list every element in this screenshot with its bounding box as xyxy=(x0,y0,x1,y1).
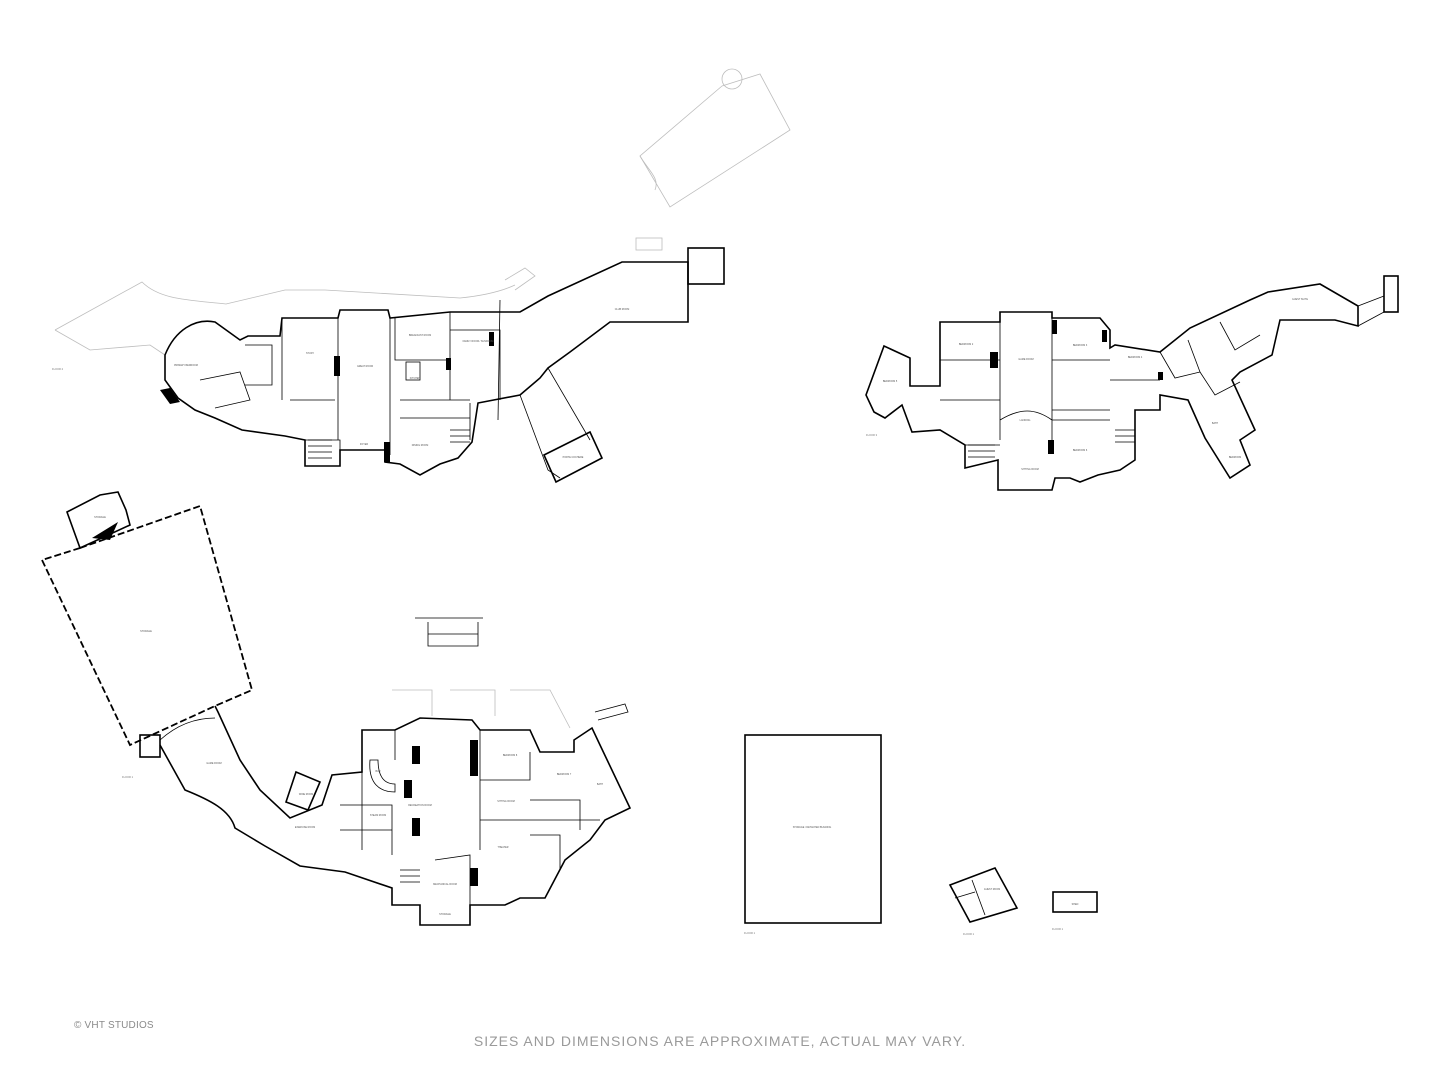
svg-text:EXERCISE ROOM: EXERCISE ROOM xyxy=(295,826,315,829)
svg-text:BAR: BAR xyxy=(376,770,381,773)
svg-text:GAME ROOM: GAME ROOM xyxy=(206,762,221,765)
svg-text:SHED: SHED xyxy=(1072,903,1079,906)
svg-text:FLOOR 1: FLOOR 1 xyxy=(963,932,975,936)
lower-level-plan: STORAGE STORAGE GAME ROOM WINE ROOM EXER… xyxy=(40,491,632,926)
svg-text:LANDING: LANDING xyxy=(1020,419,1031,422)
svg-text:KITCHEN: KITCHEN xyxy=(410,377,421,380)
svg-text:GAME ROOM: GAME ROOM xyxy=(1018,358,1033,361)
svg-text:RECREATION ROOM: RECREATION ROOM xyxy=(408,804,432,807)
svg-text:SITTING ROOM: SITTING ROOM xyxy=(1021,468,1039,471)
svg-text:BEDROOM 6: BEDROOM 6 xyxy=(1073,449,1088,452)
svg-text:STORAGE: STORAGE xyxy=(439,913,451,916)
svg-text:FLOOR 1: FLOOR 1 xyxy=(1052,927,1064,931)
svg-text:STORAGE / DETACHED BUILDING: STORAGE / DETACHED BUILDING xyxy=(793,826,832,829)
svg-text:FLOOR 1: FLOOR 1 xyxy=(744,931,756,935)
svg-text:BEDROOM 3: BEDROOM 3 xyxy=(1073,344,1088,347)
svg-text:BEDROOM 4: BEDROOM 4 xyxy=(1128,356,1143,359)
svg-text:STORAGE: STORAGE xyxy=(94,516,106,519)
svg-text:FOYER: FOYER xyxy=(360,443,369,446)
svg-text:STORAGE: STORAGE xyxy=(140,630,152,633)
svg-text:FLOOR 1: FLOOR 1 xyxy=(122,775,134,779)
svg-text:GUEST SUITE: GUEST SUITE xyxy=(1292,298,1308,301)
svg-text:BEDROOM 8: BEDROOM 8 xyxy=(503,754,518,757)
svg-text:GREAT ROOM: GREAT ROOM xyxy=(357,365,373,368)
svg-text:PRIMARY BEDROOM: PRIMARY BEDROOM xyxy=(174,364,198,367)
upper-level-plan: BEDROOM 2 GAME ROOM BEDROOM 3 BEDROOM 4 … xyxy=(865,275,1399,491)
svg-text:BATH: BATH xyxy=(1212,422,1218,425)
svg-text:STEAM ROOM: STEAM ROOM xyxy=(370,814,386,817)
svg-text:WINE ROOM: WINE ROOM xyxy=(299,793,313,796)
svg-text:FLOOR 2: FLOOR 2 xyxy=(52,367,64,371)
svg-text:BEDROOM 7: BEDROOM 7 xyxy=(557,773,572,776)
svg-text:FAMILY ROOM / SUNROOM: FAMILY ROOM / SUNROOM xyxy=(463,340,494,343)
detached-guest-house: GUEST ROOM FLOOR 1 xyxy=(948,867,1019,936)
svg-text:FLOOR 3: FLOOR 3 xyxy=(866,433,878,437)
svg-text:SITTING ROOM: SITTING ROOM xyxy=(497,800,515,803)
svg-text:BEDROOM 5: BEDROOM 5 xyxy=(883,380,898,383)
svg-text:STUDY: STUDY xyxy=(306,352,315,355)
svg-text:PORTE COCHERE: PORTE COCHERE xyxy=(563,456,584,459)
svg-text:BREAKFAST ROOM: BREAKFAST ROOM xyxy=(409,334,431,337)
pool-outline xyxy=(639,68,791,208)
svg-text:THEATER: THEATER xyxy=(498,846,509,849)
svg-text:CLUB ROOM: CLUB ROOM xyxy=(615,308,629,311)
main-level-plan: PRIMARY BEDROOM STUDY GREAT ROOM BREAKFA… xyxy=(52,237,725,484)
disclaimer-text: SIZES AND DIMENSIONS ARE APPROXIMATE, AC… xyxy=(473,1033,967,1049)
svg-text:MECHANICAL ROOM: MECHANICAL ROOM xyxy=(433,883,457,886)
svg-text:BATH: BATH xyxy=(597,783,603,786)
svg-text:DINING ROOM: DINING ROOM xyxy=(412,444,428,447)
svg-text:BEDROOM: BEDROOM xyxy=(1229,456,1241,459)
svg-text:GUEST ROOM: GUEST ROOM xyxy=(984,888,1000,891)
detached-storage-building: STORAGE / DETACHED BUILDING FLOOR 1 xyxy=(744,734,882,935)
detached-shed: SHED FLOOR 1 xyxy=(1052,891,1098,931)
copyright-text: © VHT STUDIOS xyxy=(74,1020,154,1031)
svg-text:BEDROOM 2: BEDROOM 2 xyxy=(959,343,974,346)
